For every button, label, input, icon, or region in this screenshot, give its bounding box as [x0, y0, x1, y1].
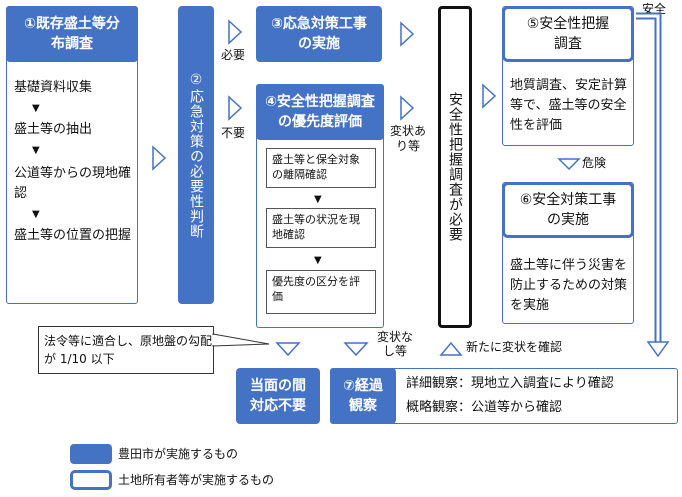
step7-detail: 詳細観察：現地立入調査により確認: [406, 376, 614, 391]
step1-arrow: ▼: [32, 209, 40, 220]
step6-desc: 盛土等に伴う災害を防止するための対策を実施: [510, 258, 628, 313]
legend-city-label: 豊田市が実施するもの: [118, 447, 239, 461]
arrow-down-icon: [343, 342, 369, 357]
step5-desc: 地質調査、安定計算等で、盛土等の安全性を評価: [510, 78, 628, 133]
label-danger: 危険: [582, 156, 607, 170]
step1-line: 公道等からの現地確認: [14, 166, 132, 201]
step4-title: ④安全性把握調査の優先度評価: [256, 84, 384, 140]
no-action-box: 当面の間対応不要: [236, 368, 320, 424]
step4-sub-3: 優先度の区分を評価: [266, 270, 376, 314]
step2-box: ②応急対策の必要性判断: [178, 6, 214, 304]
callout-pointer: [212, 333, 270, 347]
label-anomaly-none: 変状なし等: [372, 330, 418, 358]
callout-box: [38, 326, 214, 374]
survey-required-text: 安全性把握調査が必要: [447, 92, 463, 242]
step1-line: 盛土等の抽出: [14, 122, 93, 137]
survey-required-box: 安全性把握調査が必要: [438, 6, 472, 328]
arrow-right-icon: [228, 19, 243, 45]
step1-body: 基礎資料収集 ▼ 盛土等の抽出 ▼ 公道等からの現地確認 ▼ 盛土等の位置の把握: [14, 78, 134, 246]
arrow-right-icon: [228, 95, 243, 121]
arrow-up-icon: [439, 341, 463, 356]
step4-arrow: ▼: [314, 194, 322, 205]
arrow-right-icon: [152, 145, 167, 171]
step6-title: ⑥安全対策工事の実施: [502, 182, 634, 238]
step1-line: 基礎資料収集: [14, 80, 93, 95]
callout-text: 法令等に適合し、原地盤の勾配が 1/10 以下: [44, 334, 213, 366]
legend-owner-swatch: [70, 470, 112, 490]
step7-title: ⑦経過観察: [330, 368, 396, 424]
step1-arrow: ▼: [32, 145, 40, 156]
step4-arrow: ▼: [314, 255, 322, 266]
arrow-down-icon: [557, 158, 581, 171]
step7-rough: 概略観察：公道等から確認: [406, 400, 563, 415]
arrow-right-icon: [400, 95, 415, 121]
step1-title: ①既存盛土等分布調査: [6, 6, 138, 62]
step5-title: ⑤安全性把握調査: [502, 6, 634, 62]
label-anomaly-new: 新たに変状を確認: [466, 340, 563, 354]
arrow-right-icon: [400, 21, 415, 47]
legend-owner-label: 土地所有者等が実施するもの: [118, 473, 275, 487]
step3-box: ③応急対策工事の実施: [256, 6, 382, 62]
anomaly-exists-text: 変状あり等: [389, 124, 426, 153]
step2-title: ②応急対策の必要性判断: [188, 71, 204, 239]
arrow-down-icon: [275, 342, 301, 357]
step1-arrow: ▼: [32, 103, 40, 114]
arrow-right-icon: [482, 83, 497, 109]
step4-sub-2: 盛土等の状況を現地確認: [266, 208, 376, 248]
safe-route-arrow: [636, 12, 670, 358]
step4-sub-1: 盛土等と保全対象の離隔確認: [266, 148, 376, 188]
label-anomaly-exists: 変状あり等: [388, 124, 428, 154]
label-necessary: 必要: [221, 48, 246, 62]
label-unnecessary: 不要: [221, 126, 246, 140]
legend-city-swatch: [70, 444, 112, 464]
step1-line: 盛土等の位置の把握: [14, 228, 132, 243]
anomaly-none-text: 変状なし等: [376, 330, 413, 358]
